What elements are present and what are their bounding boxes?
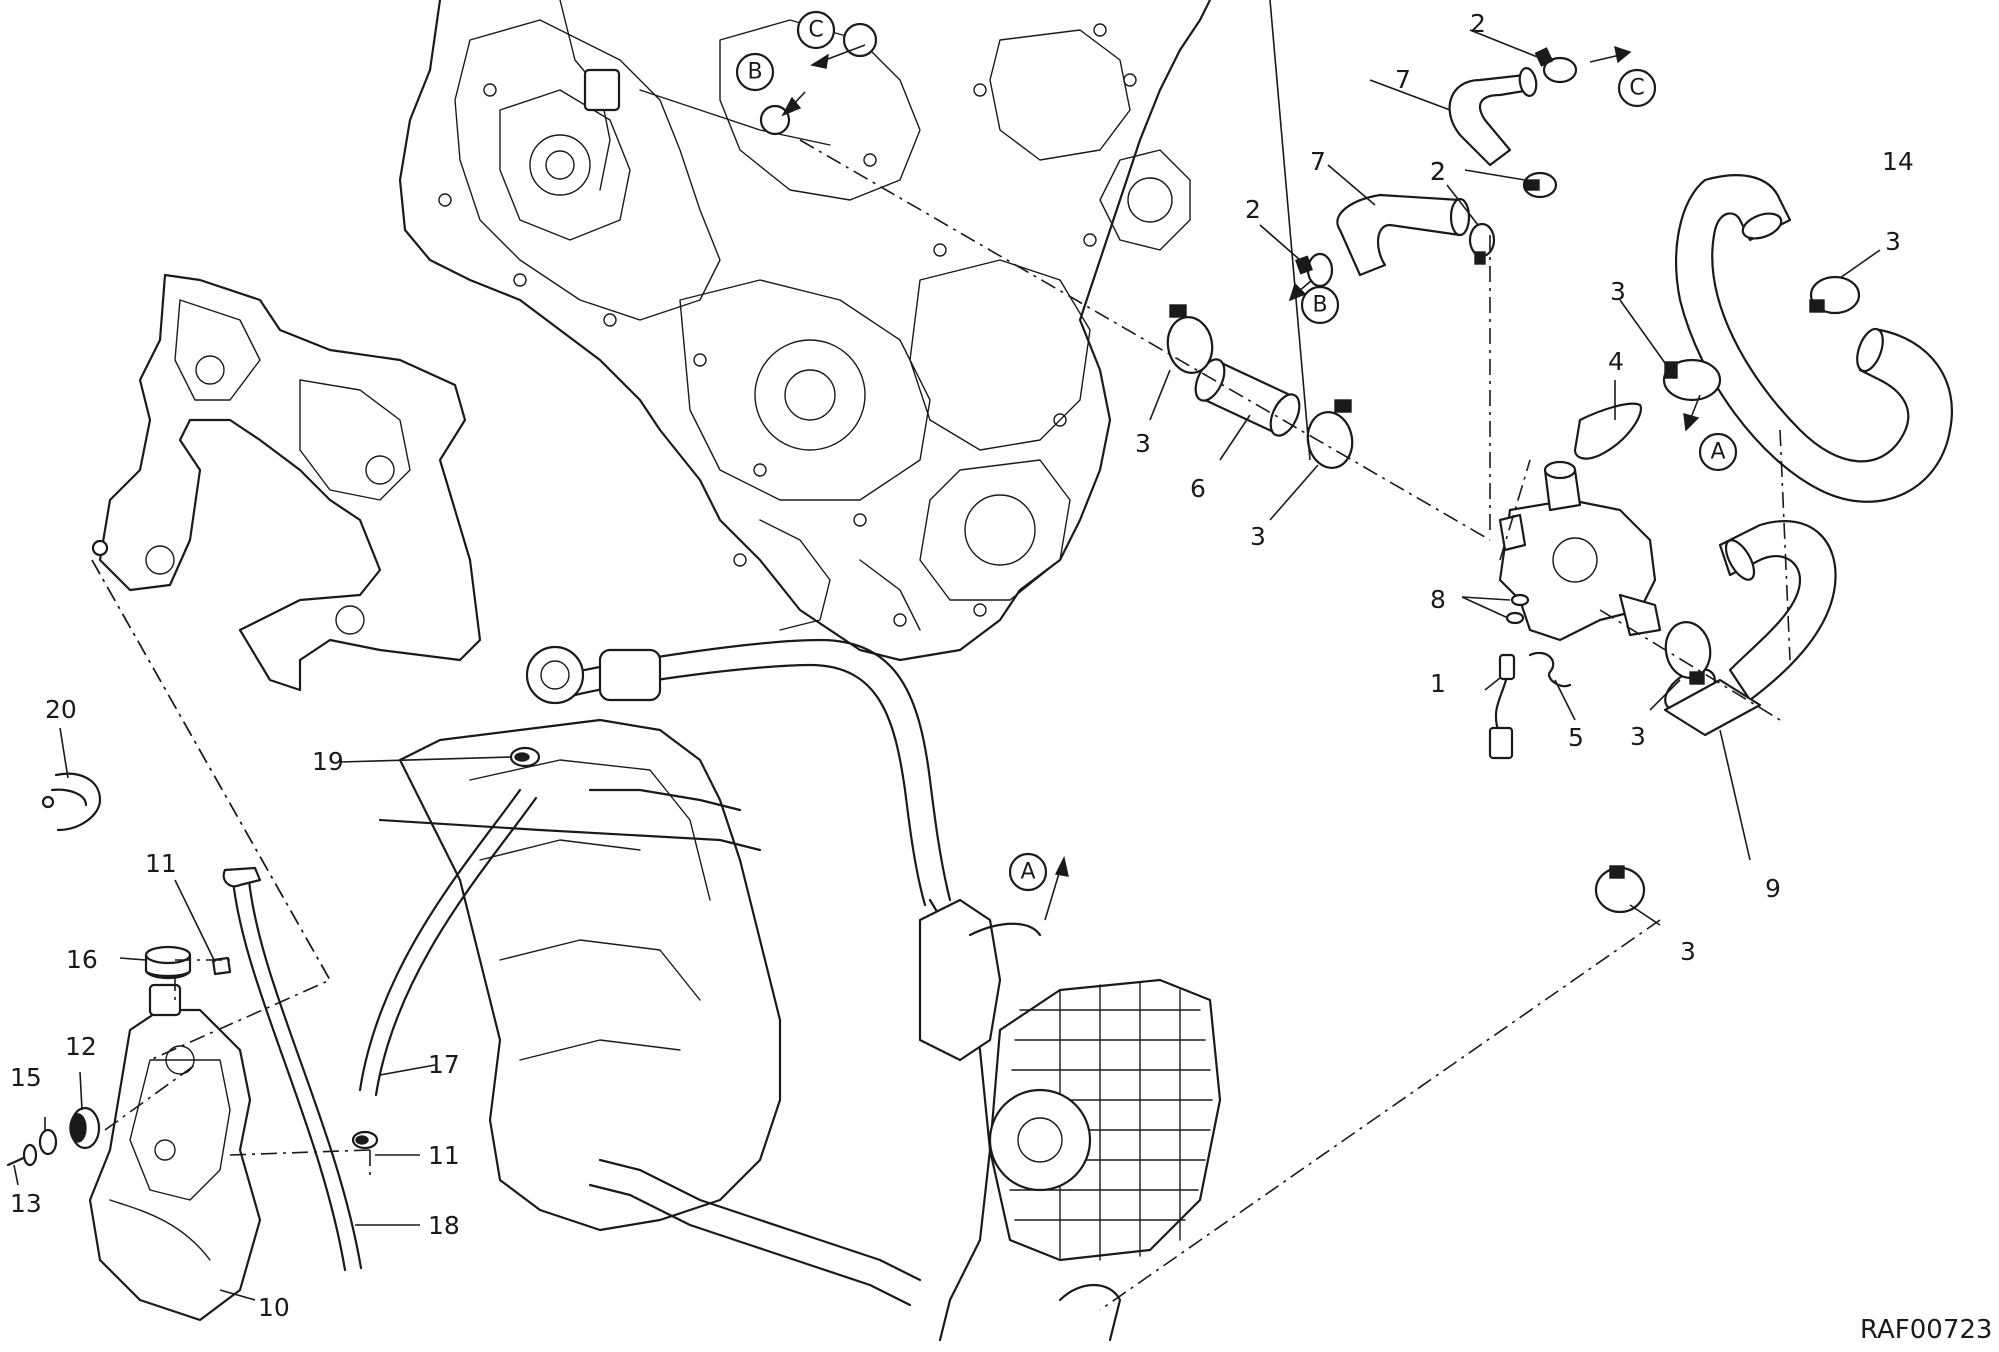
callout-7-middle: 7 [1310,147,1326,176]
gasket-4 [1573,402,1643,460]
callout-18: 18 [428,1211,460,1240]
drawing-code: RAF00723 [1860,1315,1992,1345]
temperature-sensor-1 [1488,653,1516,760]
callout-7-upper: 7 [1395,65,1411,94]
hose-14 [1675,174,1953,503]
engine-block [398,0,1212,662]
ref-c-upper-engine: C [796,10,836,50]
callout-3-a: 3 [1135,429,1151,458]
hose-elbow-7-upper [1448,67,1538,167]
clip-5 [1528,651,1572,688]
frame-bracket [91,273,482,692]
clamp-3-e [1664,621,1712,685]
clamp-2-middle-right [1468,222,1496,265]
callout-4: 4 [1608,347,1624,376]
callout-2-middle-right: 2 [1430,157,1446,186]
svg-text:C: C [808,18,823,43]
clamp-2-top [1534,47,1578,84]
thermostat-housing [1498,460,1662,642]
svg-text:B: B [747,60,762,85]
clamp-11-upper [211,956,232,976]
ref-b-right: B [1300,285,1340,325]
leader-lines [13,0,1881,1301]
callout-19: 19 [312,747,344,776]
flow-arrows [781,44,1701,921]
callout-2-upper: 2 [1430,157,1446,186]
ref-a-right: A [1698,432,1738,472]
callout-2-top: 2 [1470,9,1486,38]
clamp-19 [509,746,541,768]
svg-text:A: A [1710,440,1725,465]
ref-a-radiator: A [1008,852,1048,892]
callout-numbers: 1 2 2 2 2 3 3 3 3 3 3 4 5 6 7 7 8 9 10 1… [10,9,1914,1322]
callout-9: 9 [1765,874,1781,903]
callout-1: 1 [1430,669,1446,698]
washer-8-lower [1505,611,1525,625]
svg-text:C: C [1629,76,1644,101]
radiator-assembly [378,638,1222,1342]
callout-3-d: 3 [1885,227,1901,256]
engine-bolts [438,23,1137,627]
expansion-tank-10 [88,983,262,1322]
callout-14: 14 [1882,147,1914,176]
callout-6: 6 [1190,474,1206,503]
washer-8-upper [1510,593,1530,607]
tank-cap-16 [144,945,192,980]
connection-refs: C B C B A A [735,10,1738,892]
svg-text:A: A [1020,860,1035,885]
callout-11-upper: 11 [145,849,177,878]
radiator-fins [1007,981,1213,1261]
callout-3-f: 3 [1680,937,1696,966]
clamp-20 [41,772,102,832]
callout-10: 10 [258,1293,290,1322]
washer-15 [38,1128,58,1156]
callout-3-b: 3 [1250,522,1266,551]
screw-13 [6,1143,38,1167]
ref-c-right: C [1617,68,1657,108]
callout-3-e: 3 [1630,722,1646,751]
svg-text:B: B [1312,293,1327,318]
assembly-lines [91,139,1791,1311]
ref-b-upper-engine: B [735,52,775,92]
callout-5: 5 [1568,723,1584,752]
callout-13: 13 [10,1189,42,1218]
hose-18 [222,866,363,1272]
callout-2-middle-left: 2 [1245,195,1261,224]
callout-16: 16 [66,945,98,974]
callout-11-lower: 11 [428,1141,460,1170]
callout-3-c: 3 [1610,277,1626,306]
hose-sleeve-6 [1194,358,1301,437]
hose-17 [358,788,538,1097]
clamp-3-f [1594,865,1646,914]
clamp-11-lower [351,1130,379,1150]
callout-8: 8 [1430,585,1446,614]
callout-12: 12 [65,1032,97,1061]
clamp-3-c [1662,358,1722,402]
callout-15: 15 [10,1063,42,1092]
clamp-3-d [1809,275,1861,315]
clamp-2-middle-left [1295,252,1334,288]
callout-20: 20 [45,695,77,724]
clamp-2-upper [1522,171,1558,199]
hose-elbow-7-middle [1336,193,1471,277]
callout-17: 17 [428,1050,460,1079]
valve-12 [69,1106,101,1150]
